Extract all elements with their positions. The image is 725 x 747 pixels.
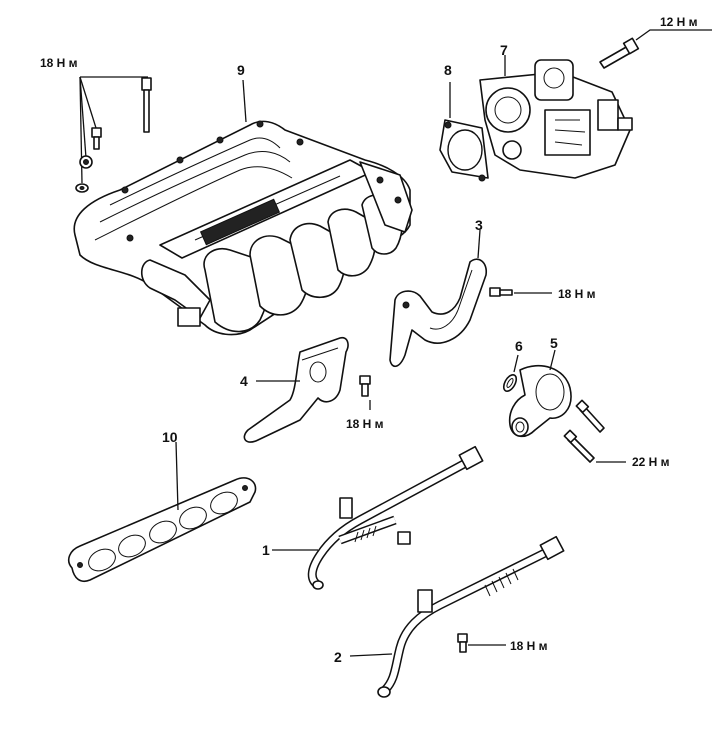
torque-top-left: 18 Н м bbox=[40, 56, 78, 70]
callout-2: 2 bbox=[334, 649, 342, 665]
bracket-lower bbox=[243, 336, 349, 443]
callout-5: 5 bbox=[550, 335, 558, 351]
torque-pipe-lower: 18 Н м bbox=[510, 639, 548, 653]
throttle-body bbox=[479, 55, 633, 179]
throttle-bolt bbox=[599, 29, 712, 69]
water-pipe-upper bbox=[272, 445, 484, 590]
bracket-upper-bolt bbox=[489, 287, 552, 297]
manifold-bolts bbox=[75, 76, 152, 193]
torque-top-right: 12 Н м bbox=[660, 15, 698, 29]
callout-7: 7 bbox=[500, 42, 508, 58]
callout-6: 6 bbox=[515, 338, 523, 354]
callout-8: 8 bbox=[444, 62, 452, 78]
callout-9: 9 bbox=[237, 62, 245, 78]
torque-thermostat: 22 Н м bbox=[632, 455, 670, 469]
intake-manifold bbox=[73, 120, 413, 336]
callout-4: 4 bbox=[240, 373, 248, 389]
thermostat-housing bbox=[502, 349, 626, 463]
bracket-lower-bolt bbox=[359, 375, 371, 410]
throttle-gasket bbox=[439, 82, 489, 182]
bracket-upper bbox=[389, 229, 488, 368]
water-pipe-lower bbox=[349, 535, 565, 698]
callout-3: 3 bbox=[475, 217, 483, 233]
pipe-lower-bolt bbox=[457, 633, 506, 653]
callout-10: 10 bbox=[162, 429, 178, 445]
callout-1: 1 bbox=[262, 542, 270, 558]
torque-bracket-lower: 18 Н м bbox=[346, 417, 384, 431]
manifold-gasket bbox=[68, 441, 257, 583]
torque-bracket-upper: 18 Н м bbox=[558, 287, 596, 301]
